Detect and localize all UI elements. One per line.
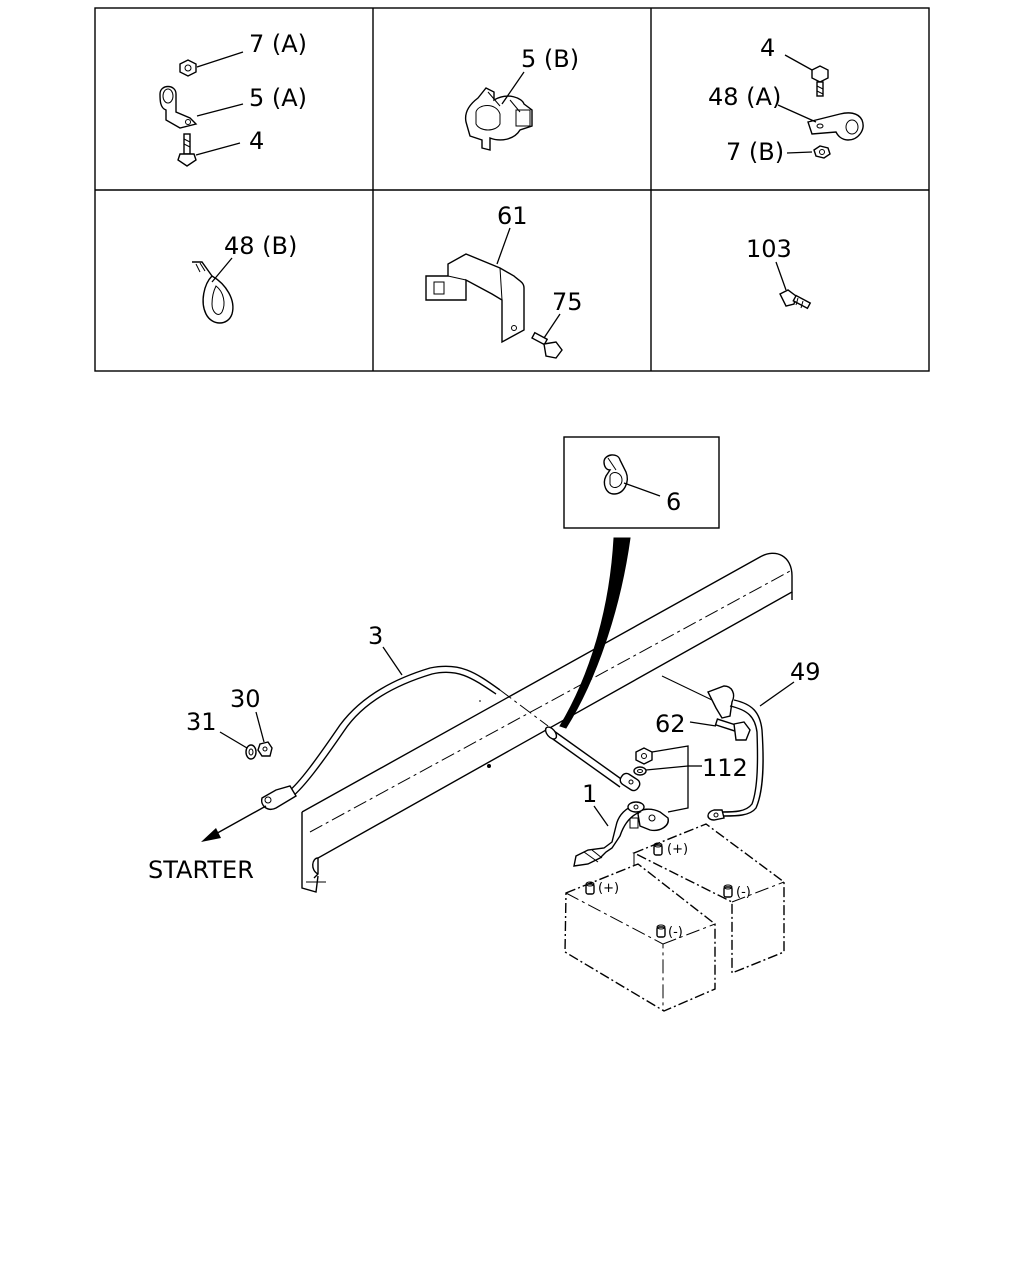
bolt-4b-icon: [811, 65, 829, 97]
legend-cell-clip-48a: 4 48 (A) 7 (B): [708, 34, 864, 166]
label-4a: 4: [249, 127, 264, 155]
legend-cell-clip-5a: 7 (A) 5 (A) 4: [159, 30, 307, 167]
label-49: 49: [790, 658, 821, 686]
nut-7a-icon: [179, 59, 197, 77]
clip-48a-icon: [807, 112, 864, 141]
leader-103: [775, 261, 787, 291]
label-61: 61: [497, 202, 528, 230]
leader-31: [219, 731, 248, 749]
label-5a: 5 (A): [249, 84, 307, 112]
label-112: 112: [702, 754, 748, 782]
leader-7a: [196, 51, 244, 68]
group-112: 112: [629, 745, 748, 832]
label-3: 3: [368, 622, 383, 650]
label-6: 6: [666, 488, 681, 516]
label-48a: 48 (A): [708, 83, 781, 111]
cable-1: 1: [573, 780, 645, 867]
leader-6: [623, 482, 661, 497]
battery-rear-minus-label: (-): [736, 885, 751, 900]
label-4b: 4: [760, 34, 775, 62]
leader-30: [255, 711, 265, 743]
nut-30-icon: [257, 741, 273, 757]
label-7a: 7 (A): [249, 30, 307, 58]
frame-rail-hole: [487, 764, 491, 768]
frame-rail-centerline: [309, 569, 793, 833]
band-48b-icon: [192, 261, 234, 324]
battery-front-positive-terminal: [585, 881, 595, 895]
label-starter: STARTER: [148, 856, 254, 884]
inset-pointer-arrow: [559, 537, 631, 729]
leader-62: [689, 721, 717, 727]
leader-48a: [777, 104, 817, 123]
label-48b: 48 (B): [224, 232, 297, 260]
inset-frame: [563, 436, 720, 529]
leader-48b: [211, 257, 233, 283]
washer-31-icon: [245, 744, 257, 760]
label-31: 31: [186, 708, 217, 736]
nut-7b-icon: [813, 145, 831, 159]
clip-6-icon: [603, 454, 628, 495]
cable-49: 49: [661, 658, 821, 821]
legend-cell-clip-5b: 5 (B): [464, 45, 579, 151]
battery-front: (+) (-): [564, 863, 716, 1012]
clip-5a-icon: [159, 85, 198, 129]
bolt-103-icon: [779, 289, 812, 310]
legend-cell-band-48b: 48 (B): [192, 232, 297, 324]
bolt-4-icon: [177, 133, 197, 167]
leader-5a: [196, 103, 244, 117]
battery-rear-positive-terminal: [653, 842, 663, 856]
starter-arrow: [201, 805, 267, 842]
leader-4a: [195, 142, 241, 156]
legend-cell-bracket-61: 61 75: [425, 202, 583, 359]
label-1: 1: [582, 780, 597, 808]
legend-grid: [94, 7, 930, 372]
label-30: 30: [230, 685, 261, 713]
label-62: 62: [655, 710, 686, 738]
leader-75: [543, 313, 561, 339]
legend-cell-bolt-103: 103: [746, 235, 812, 310]
leader-1: [593, 805, 609, 827]
leader-5b: [501, 71, 525, 105]
leader-3: [382, 646, 403, 676]
leader-49: [759, 681, 795, 707]
cable-3: 3: [261, 622, 641, 810]
label-103: 103: [746, 235, 792, 263]
battery-rear: (+) (-): [632, 823, 785, 975]
terminal-112-icon: [629, 808, 669, 832]
bracket-61-icon: [425, 253, 525, 344]
clip-5b-icon: [464, 87, 533, 151]
leader-7b: [786, 151, 813, 154]
nut-112-icon: [635, 747, 653, 765]
bracket-112: [651, 745, 689, 813]
washer-112-icon: [633, 766, 647, 776]
cable-3-terminal: [261, 785, 297, 810]
label-5b: 5 (B): [521, 45, 579, 73]
battery-front-plus-label: (+): [598, 881, 619, 896]
battery-front-minus-label: (-): [668, 925, 683, 940]
inset-part-6: 6: [559, 436, 720, 729]
battery-rear-plus-label: (+): [667, 842, 688, 857]
label-75: 75: [552, 288, 583, 316]
battery-front-negative-terminal: [656, 924, 666, 938]
battery-rear-negative-terminal: [723, 884, 733, 898]
frame-rail: [301, 552, 793, 893]
bolt-62-icon: [714, 718, 751, 741]
label-7b: 7 (B): [726, 138, 784, 166]
bolt-75-icon: [531, 331, 563, 359]
leader-4b: [784, 54, 813, 71]
leader-61: [496, 227, 511, 265]
